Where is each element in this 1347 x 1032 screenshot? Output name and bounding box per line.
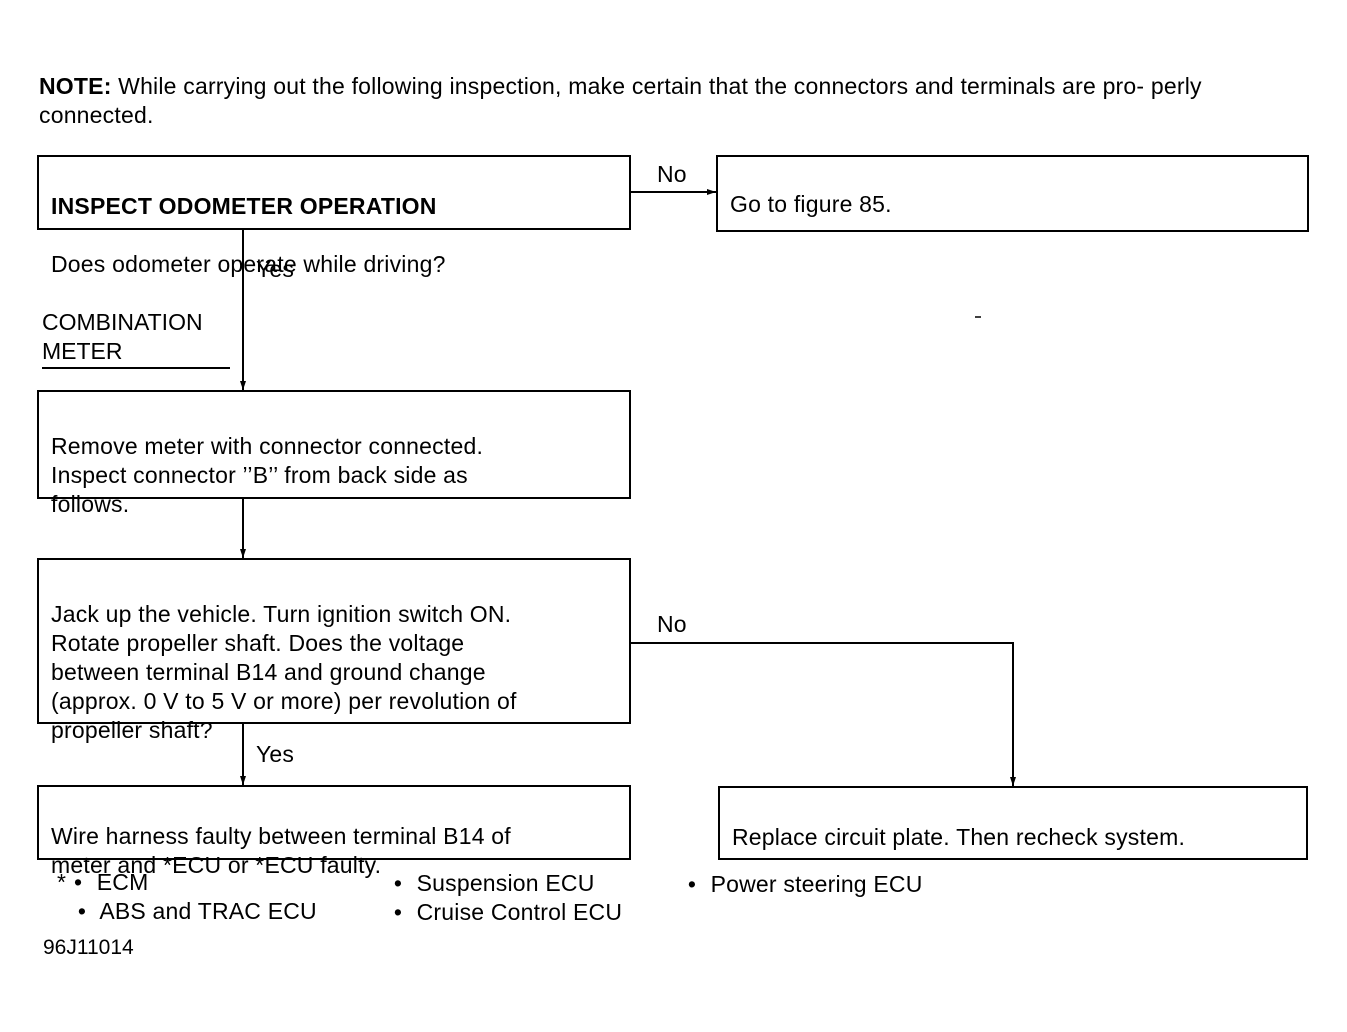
goto-figure-box: Go to figure 85. [716, 155, 1309, 232]
note-text: While carrying out the following inspect… [39, 73, 1202, 128]
figure-id: 96J11014 [43, 936, 134, 959]
no-label-1: No [657, 161, 687, 187]
inspect-odometer-box: INSPECT ODOMETER OPERATION Does odometer… [37, 155, 631, 277]
inspect-question: Does odometer operate while driving? [51, 251, 446, 277]
footnote-item: *• ECM [57, 869, 149, 895]
section-underline [42, 367, 230, 369]
footnote-star: * [57, 869, 67, 895]
yes-label-2: Yes [256, 741, 295, 767]
connector-no-to-replace [630, 642, 1016, 786]
note: NOTE: While carrying out the following i… [39, 72, 1319, 130]
remove-meter-box: Remove meter with connector connected. I… [37, 390, 631, 517]
bullet-icon: • [74, 869, 83, 895]
remove-text: Remove meter with connector connected. I… [51, 433, 484, 517]
bullet-icon: • [393, 899, 403, 925]
footnote-item: • Cruise Control ECU [386, 898, 622, 927]
inspect-title: INSPECT ODOMETER OPERATION [51, 193, 437, 219]
footnote-col2: • Suspension ECU • Cruise Control ECU [386, 869, 622, 927]
yes-label-1: Yes [256, 256, 295, 282]
footnote-item: • Power steering ECU [680, 870, 923, 899]
replace-text: Replace circuit plate. Then recheck syst… [732, 824, 1186, 850]
note-label: NOTE: [39, 73, 112, 99]
no-label-2: No [657, 611, 687, 637]
jack-text: Jack up the vehicle. Turn ignition switc… [51, 601, 517, 743]
replace-plate-box: Replace circuit plate. Then recheck syst… [718, 786, 1308, 860]
bullet-icon: • [393, 870, 403, 896]
section-label: COMBINATION METER [42, 309, 203, 364]
footnote-item: • ABS and TRAC ECU [57, 897, 317, 926]
footnote-item: • Suspension ECU [386, 869, 622, 898]
jack-up-box: Jack up the vehicle. Turn ignition switc… [37, 558, 631, 743]
bullet-icon: • [77, 898, 87, 924]
footnote-col3: • Power steering ECU [680, 870, 923, 899]
goto-text: Go to figure 85. [730, 191, 892, 217]
footnote-col1: *• ECM • ABS and TRAC ECU [57, 868, 317, 926]
harness-text: Wire harness faulty between terminal B14… [51, 823, 511, 878]
bullet-icon: • [687, 871, 697, 897]
harness-faulty-box: Wire harness faulty between terminal B14… [37, 785, 631, 878]
